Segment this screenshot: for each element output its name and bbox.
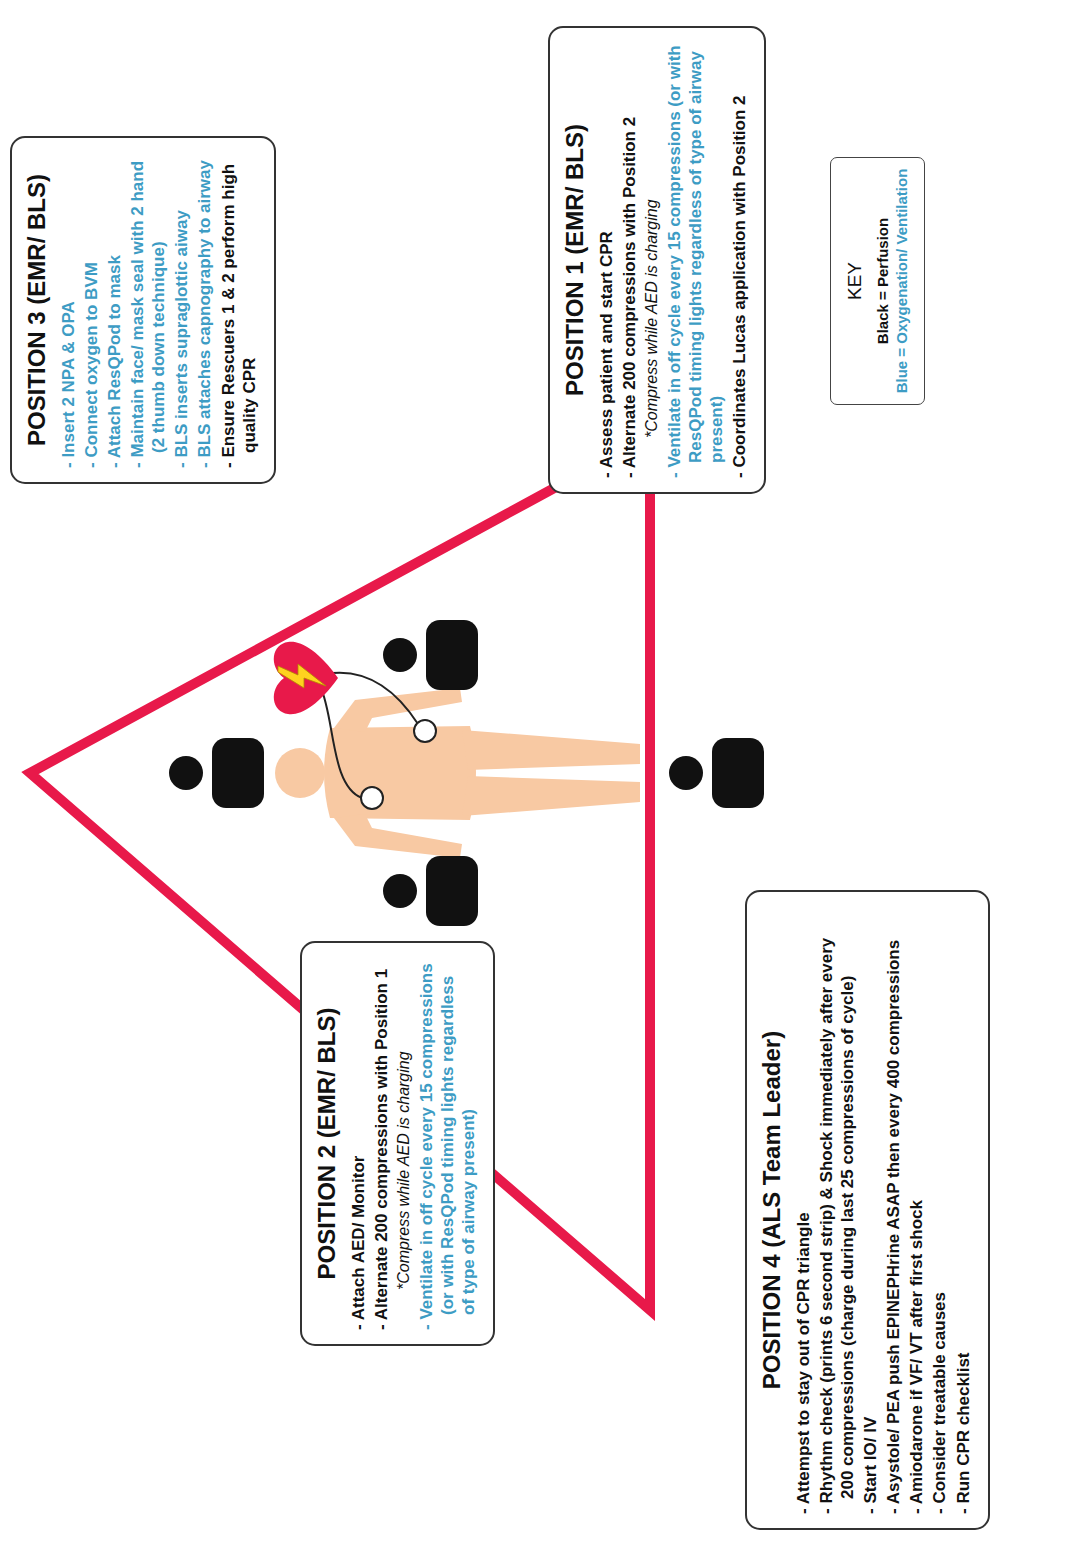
box-heading: POSITION 4 (ALS Team Leader) — [757, 906, 787, 1514]
box-item: - Connect oxygen to BVM — [81, 152, 102, 468]
box-item: - Run CPR checklist — [953, 906, 974, 1514]
box-item: - Attach AED/ Monitor — [348, 957, 369, 1330]
box-item: - Rhythm check (prints 6 second strip) &… — [816, 906, 858, 1514]
box-item: - Ensure Rescuers 1 & 2 perform high qua… — [218, 152, 260, 468]
box-item: - Alternate 200 compressions with Positi… — [619, 42, 640, 478]
box-item: - Amiodarone if VF/ VT after first shock — [906, 906, 927, 1514]
box-heading: POSITION 1 (EMR/ BLS) — [560, 42, 590, 478]
box-item: - Ventilate in off cycle every 15 compre… — [664, 42, 727, 478]
box-item: *Compress while AED is charging — [642, 42, 662, 478]
box-heading: POSITION 3 (EMR/ BLS) — [22, 152, 52, 468]
box-item: - BLS attaches capnography to airway — [194, 152, 215, 468]
legend-entry: Black = Perfusion — [873, 168, 893, 394]
legend-entry: Blue = Oxygenation/ Ventilation — [892, 168, 912, 394]
legend-text: Blue = Oxygenation/ Ventilation — [893, 169, 910, 394]
box-item: - Maintain face/ mask seal with 2 hand (… — [127, 152, 169, 468]
box-item: - Assess patient and start CPR — [596, 42, 617, 478]
box-item: - BLS inserts supraglottic aiway — [171, 152, 192, 468]
rescuer-figure — [169, 738, 264, 808]
legend-box: KEY Black = PerfusionBlue = Oxygenation/ … — [830, 157, 925, 405]
legend-text: Black = Perfusion — [874, 218, 891, 344]
box-item: - Asystole/ PEA push EPINEPHrine ASAP th… — [883, 906, 904, 1514]
box-heading: POSITION 2 (EMR/ BLS) — [312, 957, 342, 1330]
box-item: - Consider treatable causes — [929, 906, 950, 1514]
aed-heart-icon — [274, 642, 338, 714]
box-item: - Start IO/ IV — [860, 906, 881, 1514]
box-heading: KEY — [843, 168, 867, 394]
position-box: POSITION 4 (ALS Team Leader) - Attempst t… — [745, 890, 990, 1530]
box-item: - Insert 2 NPA & OPA — [58, 152, 79, 468]
rescuer-figure — [383, 856, 478, 926]
position-box: POSITION 1 (EMR/ BLS) - Assess patient an… — [548, 26, 766, 494]
patient-figure — [275, 688, 640, 858]
aed-pads — [320, 673, 436, 809]
box-item: - Alternate 200 compressions with Positi… — [371, 957, 392, 1330]
box-item: - Coordinates Lucas application with Pos… — [729, 42, 750, 478]
box-item: - Attach ResQPod to mask — [104, 152, 125, 468]
position-box: POSITION 2 (EMR/ BLS) - Attach AED/ Monit… — [300, 941, 495, 1346]
position-box: POSITION 3 (EMR/ BLS) - Insert 2 NPA & OP… — [10, 136, 276, 484]
team-leader-figure — [669, 738, 764, 808]
rescuer-figure — [383, 620, 478, 690]
box-item: - Ventilate in off cycle every 15 compre… — [416, 957, 479, 1330]
box-item: - Attempst to stay out of CPR triangle — [793, 906, 814, 1514]
box-item: *Compress while AED is charging — [394, 957, 414, 1330]
